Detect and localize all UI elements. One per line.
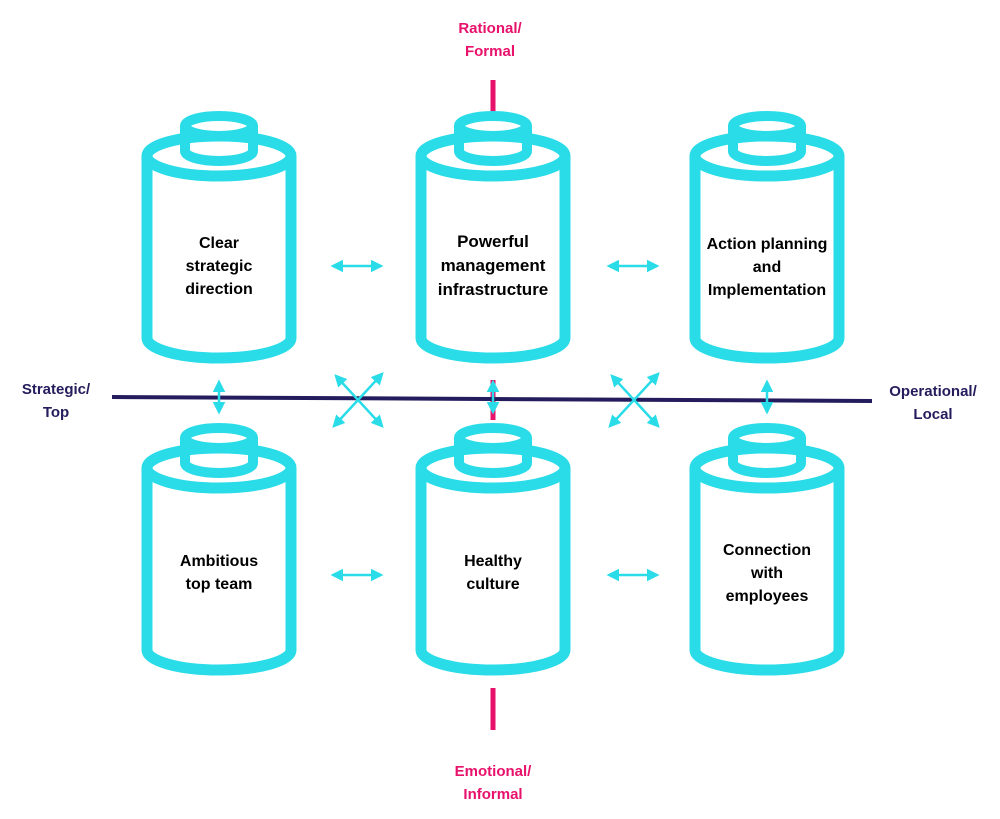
- axis-label-top: Rational/ Formal: [458, 20, 522, 60]
- pillar-bottom-left-icon: [147, 428, 291, 670]
- pillar-label-bottom-left: Ambitious top team: [179, 553, 259, 593]
- cross-arrow-icon: [332, 372, 384, 428]
- pillar-label-bottom-center: Healthy culture: [464, 553, 522, 593]
- cross-arrow-icon: [608, 372, 660, 428]
- pillar-label-top-center: Powerful management infrastructure: [437, 232, 549, 299]
- pillar-label-top-right: Action planning and Implementation: [706, 236, 828, 299]
- axis-label-bottom: Emotional/ Informal: [454, 763, 532, 803]
- pillar-label-top-left: Clear strategic direction: [185, 235, 253, 298]
- cross-arrow-icon: [334, 374, 384, 428]
- pillar-bottom-center-icon: [421, 428, 565, 670]
- pillar-label-bottom-right: Connection with employees: [723, 542, 811, 605]
- axis-label-right: Operational/ Local: [889, 383, 977, 423]
- axis-label-left: Strategic/ Top: [21, 381, 91, 421]
